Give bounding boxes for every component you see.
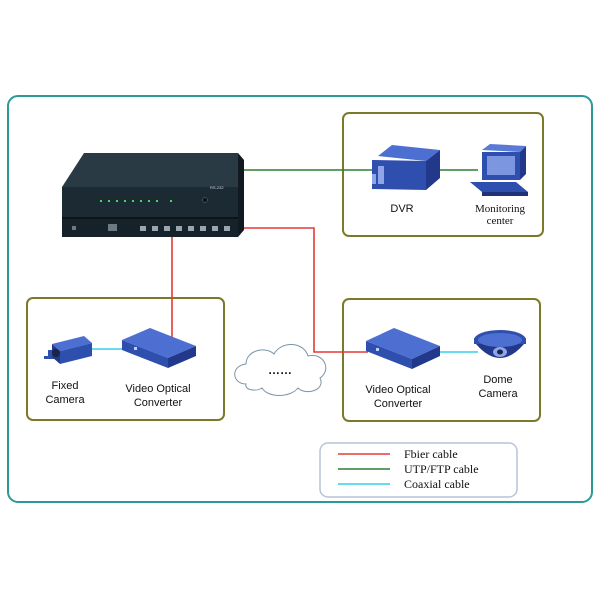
dome-camera-label-line2: Camera bbox=[478, 388, 518, 400]
legend-label-coaxial: Coaxial cable bbox=[404, 477, 470, 491]
fixed-camera-label-line1: Fixed bbox=[52, 380, 79, 392]
monitoring-center-label-line2: center bbox=[487, 215, 514, 227]
cloud-ellipsis: …… bbox=[268, 363, 292, 377]
dome-camera-icon bbox=[474, 330, 526, 358]
legend-label-fiber: Fbier cable bbox=[404, 447, 458, 461]
dome-camera-label-line1: Dome bbox=[483, 374, 512, 386]
video-optical-converter-left-icon bbox=[122, 328, 196, 368]
diagram-frame bbox=[7, 95, 593, 503]
status-leds bbox=[100, 200, 172, 202]
dvr-device bbox=[372, 145, 440, 190]
monitoring-group-box bbox=[342, 112, 544, 237]
switch-model-label: RS-232 bbox=[210, 185, 224, 190]
legend: Fbier cable UTP/FTP cable Coaxial cable bbox=[319, 442, 518, 498]
video-optical-converter-right-icon bbox=[366, 328, 440, 369]
monitoring-center-label-line1: Monitoring bbox=[475, 203, 526, 215]
rj45-port bbox=[108, 224, 117, 231]
fixed-camera-group-box bbox=[26, 297, 225, 421]
monitoring-center-icon bbox=[470, 144, 528, 196]
dvr-label: DVR bbox=[390, 203, 413, 215]
converter-right-label-line2: Converter bbox=[374, 398, 423, 410]
converter-right-label-line1: Video Optical bbox=[365, 384, 430, 396]
fiber-cable-right bbox=[222, 227, 368, 353]
fixed-camera-label-line2: Camera bbox=[45, 394, 85, 406]
fixed-camera-icon bbox=[44, 336, 92, 364]
network-cloud bbox=[234, 344, 327, 396]
converter-left-label-line1: Video Optical bbox=[125, 383, 190, 395]
legend-label-utp: UTP/FTP cable bbox=[404, 462, 479, 476]
fiber-cable-left bbox=[147, 227, 180, 343]
dome-camera-group-box bbox=[342, 298, 541, 422]
fiber-switch-device: RS-232 bbox=[62, 153, 244, 237]
converter-left-label-line2: Converter bbox=[134, 397, 183, 409]
fiber-ports bbox=[140, 226, 230, 231]
